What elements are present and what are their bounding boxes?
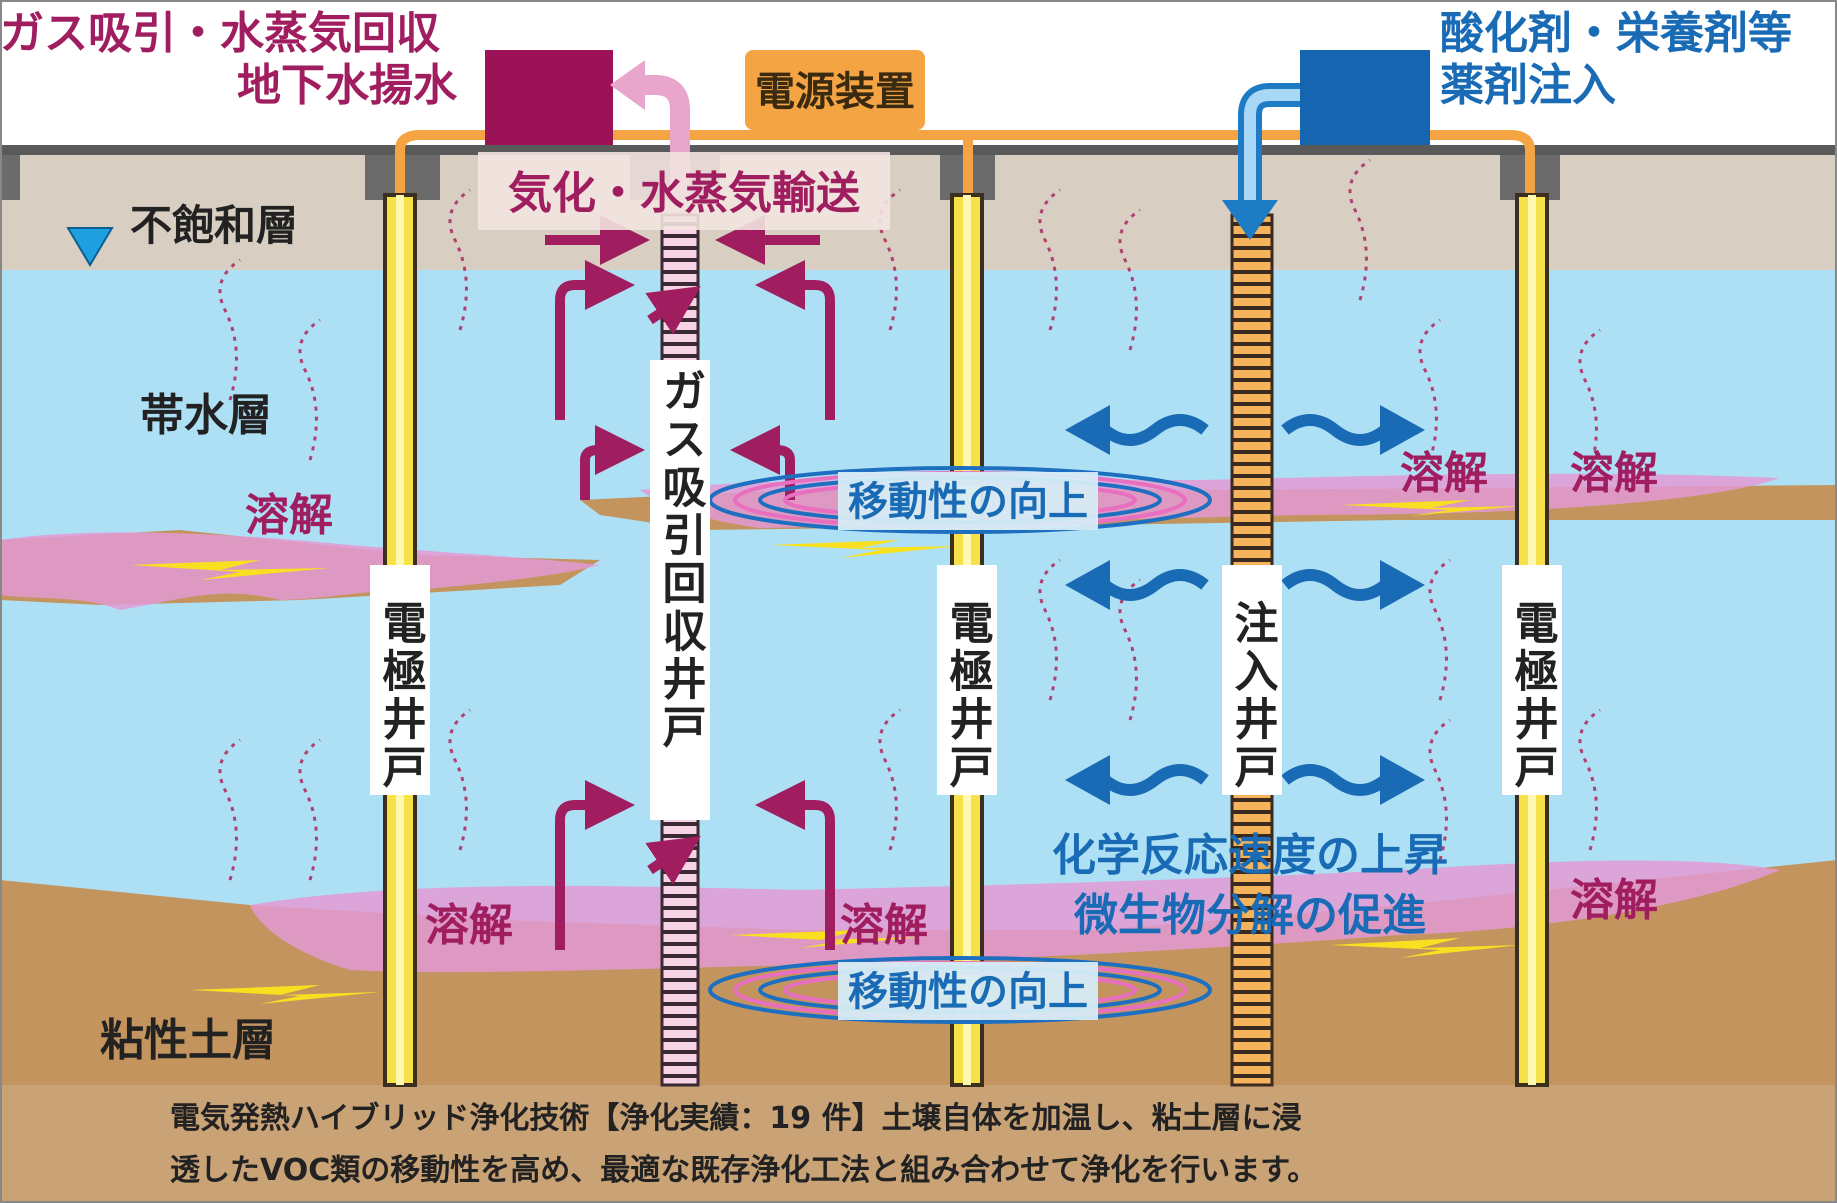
electrode-label-bg-3: [1502, 565, 1562, 795]
power-unit-label: 電源装置: [755, 69, 915, 115]
surface-line: [0, 145, 1837, 155]
injection-spread-arrows: [1101, 414, 1389, 796]
heating-sparks: [130, 500, 1520, 1004]
vapor-transport-label: 気化・水蒸気輸送: [508, 168, 860, 219]
caption-band: [0, 1085, 1837, 1203]
dissolution-label: 溶解: [1570, 448, 1658, 499]
power-unit-box: [745, 50, 925, 130]
injection-agents-label-line1: 酸化剤・栄養剤等: [1440, 8, 1792, 59]
dissolution-label: 溶解: [1400, 448, 1488, 499]
dissolution-label: 溶解: [245, 490, 333, 541]
electrode-well-label-1: 電極井戸: [375, 600, 427, 792]
dissolution-label: 溶解: [425, 900, 513, 951]
reaction-rate-label: 化学反応速度の上昇: [1052, 830, 1448, 881]
electrode-well-label-3: 電極井戸: [1507, 600, 1559, 792]
contaminant-plume-lower: [250, 860, 1780, 973]
electrode-label-bg-1: [370, 565, 430, 795]
caption-line2: 透したVOC類の移動性を高め、最適な既存浄化工法と組み合わせて浄化を行います。: [170, 1153, 1317, 1188]
dissolution-label: 溶解: [1570, 875, 1658, 926]
biodegradation-label: 微生物分解の促進: [1073, 890, 1426, 941]
vapor-outflow-arrow: [640, 75, 690, 200]
caption-line1: 電気発熱ハイブリッド浄化技術【浄化実績：19 件】土壌自体を加温し、粘土層に浸: [170, 1101, 1302, 1136]
gas-extraction-label-line1: ガス吸引・水蒸気回収: [0, 8, 440, 59]
aquifer-layer-label: 帯水層: [140, 390, 272, 441]
mobility-up-label-upper: 移動性の向上: [848, 479, 1088, 525]
electrode-well-label-2: 電極井戸: [942, 600, 994, 792]
gas-extraction-unit: [485, 50, 613, 145]
unsaturated-layer-label: 不飽和層: [130, 201, 298, 250]
electrode-label-bg-2: [937, 565, 997, 795]
gas-extraction-label-line2: 地下水揚水: [237, 60, 458, 111]
dissolution-label: 溶解: [840, 900, 928, 951]
rising-vapor-paths: [218, 158, 1601, 881]
contaminant-plume-upper-left: [0, 532, 600, 610]
water-table-icon: [66, 227, 114, 267]
injection-well-label: 注入井戸: [1227, 600, 1279, 792]
injection-label-bg: [1222, 565, 1282, 795]
vapor-transport-bg: [478, 152, 890, 230]
injection-unit: [1300, 50, 1430, 145]
mobility-up-label-lower: 移動性の向上: [848, 969, 1088, 1015]
suction-arrows: [545, 215, 835, 950]
mobility-label-bg-upper: [838, 472, 1098, 530]
recovery-label-bg: [650, 360, 710, 820]
clay-layer-label: 粘性土層: [100, 1015, 276, 1066]
mobility-label-bg-lower: [838, 962, 1098, 1020]
recovery-well-label: ガス吸引回収井戸: [655, 368, 707, 752]
injection-agents-label-line2: 薬剤注入: [1440, 60, 1616, 111]
